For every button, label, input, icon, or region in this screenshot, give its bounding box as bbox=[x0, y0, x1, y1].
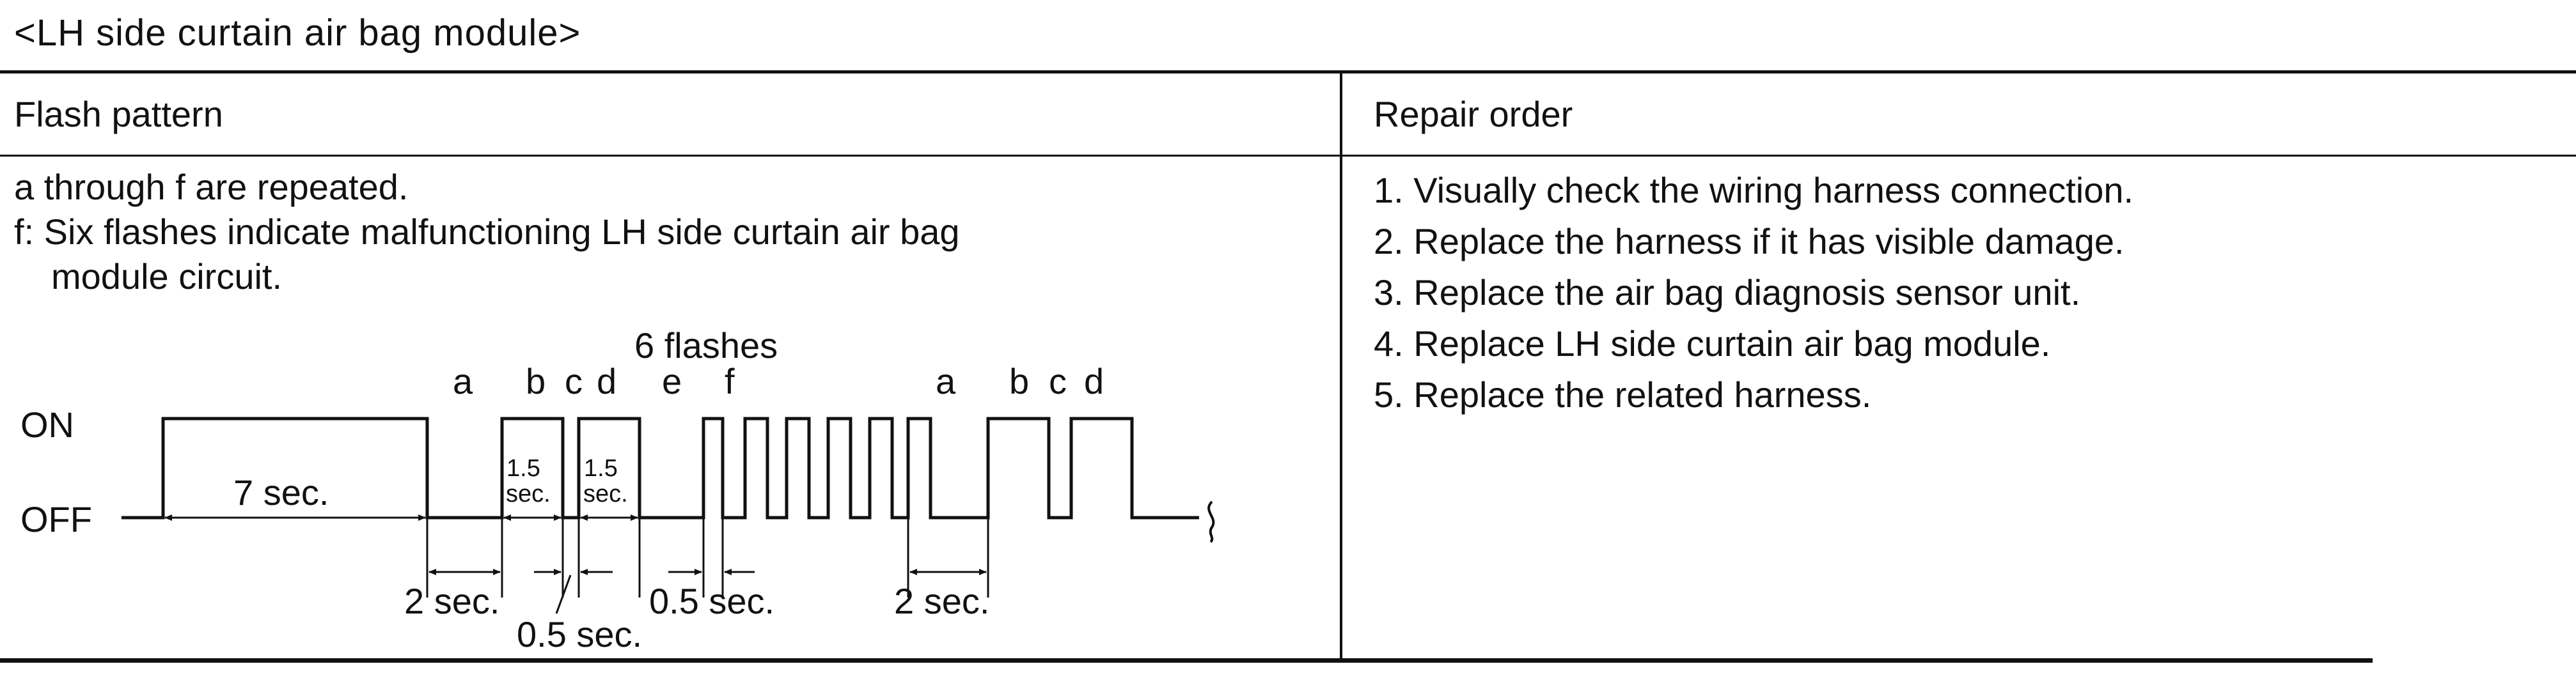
dimension-ticks bbox=[426, 518, 989, 598]
table-header-rule bbox=[0, 155, 2576, 157]
two-sec-label-1: 2 sec. bbox=[404, 581, 499, 621]
two-sec-label-2: 2 sec. bbox=[894, 581, 989, 621]
break-mark bbox=[1207, 500, 1215, 543]
letter-e: e bbox=[662, 361, 682, 401]
repair-steps-list: 1. Visually check the wiring harness con… bbox=[1374, 165, 2133, 421]
letter-c: c bbox=[565, 361, 583, 401]
letter-c-repeat: c bbox=[1049, 361, 1067, 401]
table-bottom-rule bbox=[0, 658, 2373, 663]
on-label: ON bbox=[20, 405, 74, 445]
letter-f: f bbox=[725, 361, 735, 401]
note-six-flashes: f: Six flashes indicate malfunctioning L… bbox=[14, 212, 960, 252]
note-six-flashes-cont: module circuit. bbox=[51, 256, 283, 297]
flash-waveform bbox=[122, 417, 1199, 520]
letter-d-repeat: d bbox=[1084, 361, 1104, 401]
pulse-d-duration: 1.5 bbox=[584, 455, 618, 482]
pulse-d-unit: sec. bbox=[583, 481, 628, 507]
pulse-b-duration: 1.5 bbox=[507, 455, 540, 482]
half-sec-label-2: 0.5 sec. bbox=[649, 581, 774, 621]
six-flashes-label: 6 flashes bbox=[634, 325, 778, 366]
repair-step-1: 1. Visually check the wiring harness con… bbox=[1374, 170, 2134, 210]
letter-b-repeat: b bbox=[1009, 361, 1029, 401]
header-repair-order: Repair order bbox=[1374, 94, 1573, 134]
letter-d: d bbox=[597, 361, 617, 401]
repair-step-2: 2. Replace the harness if it has visible… bbox=[1374, 221, 2124, 261]
seven-sec-label: 7 sec. bbox=[233, 472, 329, 513]
gap-leader bbox=[555, 575, 572, 614]
repair-step-4: 4. Replace LH side curtain air bag modul… bbox=[1374, 323, 2051, 364]
letter-b: b bbox=[526, 361, 546, 401]
off-label: OFF bbox=[20, 499, 92, 539]
flash-pattern-diagram: ON OFF 6 flashes a b c d e f a b c d 7 s… bbox=[20, 325, 1215, 654]
letter-a-repeat: a bbox=[936, 361, 956, 401]
pulse-b-unit: sec. bbox=[506, 481, 551, 507]
table-top-rule bbox=[0, 70, 2576, 73]
column-divider bbox=[1340, 70, 1342, 663]
note-repeat: a through f are repeated. bbox=[14, 167, 409, 207]
repair-step-5: 5. Replace the related harness. bbox=[1374, 374, 1872, 415]
half-sec-label-1: 0.5 sec. bbox=[517, 614, 642, 654]
header-flash-pattern: Flash pattern bbox=[14, 94, 223, 134]
letter-a: a bbox=[453, 361, 473, 401]
table-caption: <LH side curtain air bag module> bbox=[14, 12, 581, 54]
repair-step-3: 3. Replace the air bag diagnosis sensor … bbox=[1374, 272, 2081, 313]
